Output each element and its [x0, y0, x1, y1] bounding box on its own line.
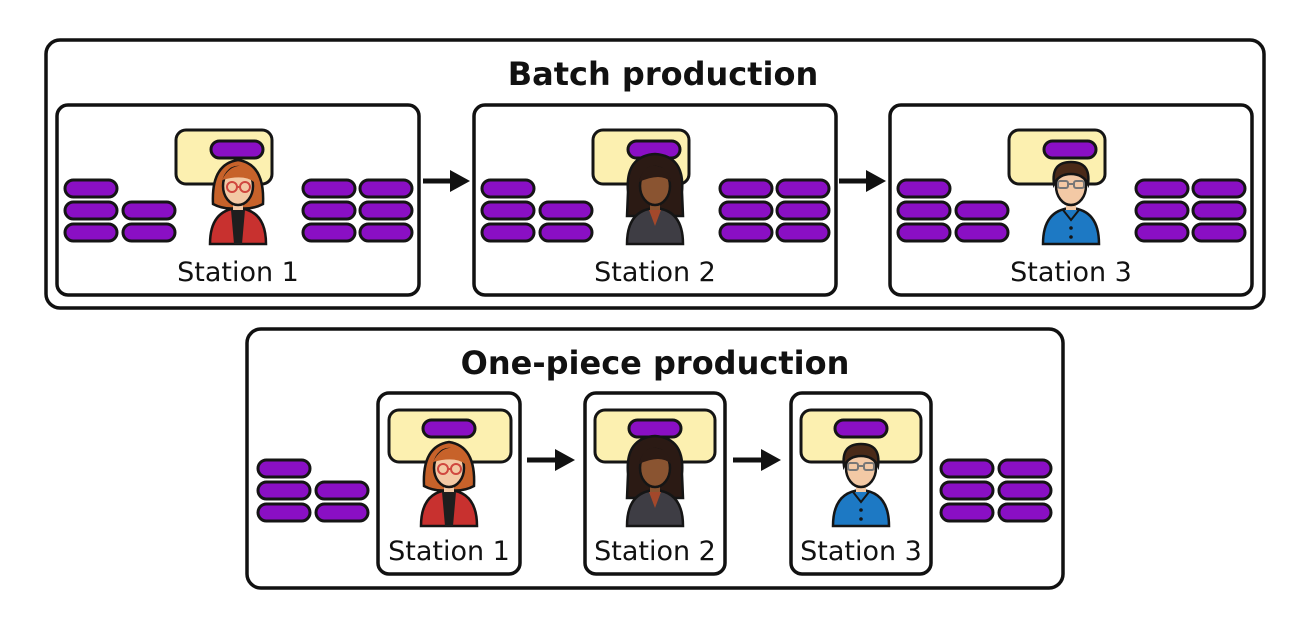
woman-red-jacket-icon: [419, 440, 479, 528]
queue-before: [480, 178, 594, 243]
work-item: [718, 178, 774, 199]
work-item: [314, 480, 370, 501]
queue-after: [1134, 178, 1247, 243]
woman-red-jacket-icon: [208, 158, 268, 246]
one-piece-station-3: Station 3: [789, 391, 933, 576]
work-item: [209, 139, 265, 160]
work-item: [997, 458, 1053, 479]
work-item: [480, 178, 536, 199]
work-item: [896, 200, 952, 221]
work-item: [301, 200, 357, 221]
work-item: [718, 222, 774, 243]
work-item: [63, 222, 119, 243]
work-item: [1191, 200, 1247, 221]
work-item: [939, 502, 995, 523]
work-item: [1134, 222, 1190, 243]
work-item: [718, 200, 774, 221]
station-label: Station 3: [1010, 257, 1132, 288]
work-item: [997, 502, 1053, 523]
work-item: [314, 502, 370, 523]
work-item: [1134, 200, 1190, 221]
work-item: [954, 222, 1010, 243]
work-item: [627, 418, 683, 439]
work-item: [301, 222, 357, 243]
work-item: [63, 178, 119, 199]
work-item: [954, 200, 1010, 221]
work-item: [538, 222, 594, 243]
flow-arrow: [839, 170, 886, 192]
work-item: [256, 502, 312, 523]
work-item: [775, 178, 831, 199]
work-item: [775, 222, 831, 243]
flow-arrow: [527, 449, 575, 471]
one-piece-station-2: Station 2: [583, 391, 727, 576]
woman-dark-jacket-icon: [625, 152, 685, 246]
work-item: [1134, 178, 1190, 199]
work-item: [833, 418, 889, 439]
one-piece-station-1: Station 1: [376, 391, 522, 576]
work-item: [997, 480, 1053, 501]
work-item: [896, 222, 952, 243]
station-label: Station 1: [388, 536, 510, 567]
work-item: [896, 178, 952, 199]
work-item: [121, 200, 177, 221]
flow-arrow: [733, 449, 781, 471]
queue-before: [63, 178, 177, 243]
queue-before: [256, 458, 370, 523]
woman-dark-jacket-icon: [625, 434, 685, 528]
work-item: [1191, 178, 1247, 199]
work-item: [301, 178, 357, 199]
queue-after: [939, 458, 1053, 523]
station-label: Station 1: [177, 257, 299, 288]
work-item: [775, 200, 831, 221]
batch-station-1: Station 1: [55, 103, 421, 297]
batch-station-3: Station 3: [888, 103, 1254, 297]
work-item: [63, 200, 119, 221]
work-item: [256, 480, 312, 501]
work-item: [939, 480, 995, 501]
queue-before: [896, 178, 1010, 243]
work-item: [1191, 222, 1247, 243]
station-label: Station 2: [594, 536, 716, 567]
station-label: Station 2: [594, 257, 716, 288]
work-item: [480, 222, 536, 243]
work-item: [480, 200, 536, 221]
work-item: [121, 222, 177, 243]
work-item: [358, 200, 414, 221]
one-piece-production-title: One-piece production: [461, 344, 850, 382]
queue-after: [301, 178, 414, 243]
work-item: [538, 200, 594, 221]
work-item: [358, 222, 414, 243]
batch-production-title: Batch production: [508, 55, 819, 93]
station-label: Station 3: [800, 536, 922, 567]
work-item: [421, 418, 477, 439]
work-item: [358, 178, 414, 199]
flow-arrow: [423, 170, 470, 192]
work-item: [256, 458, 312, 479]
work-item: [939, 458, 995, 479]
work-item: [1042, 139, 1098, 160]
queue-after: [718, 178, 831, 243]
batch-station-2: Station 2: [472, 103, 838, 297]
